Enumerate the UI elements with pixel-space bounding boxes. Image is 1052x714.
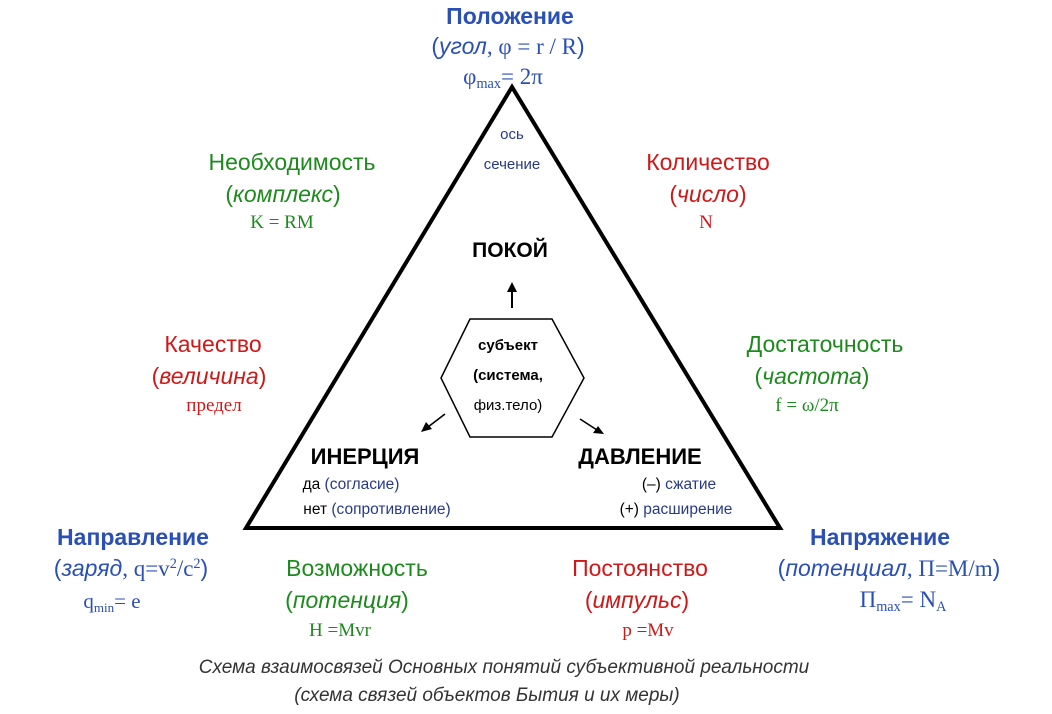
quantity-formula: N	[699, 212, 713, 233]
pokoy-label: ПОКОЙ	[472, 239, 548, 262]
arrow-up	[507, 282, 517, 308]
constancy-title: Постоянство	[572, 555, 708, 581]
subject-line1: субъект	[478, 337, 538, 354]
necessity-word: (комплекс)	[225, 181, 341, 207]
section-label: сечение	[483, 156, 541, 173]
tension-subtitle: (потенциал, П=M/m)	[777, 555, 1001, 581]
quality-title: Качество	[164, 331, 262, 357]
direction-subtitle: (заряд, q=v2/c2)	[53, 555, 209, 581]
caption-line2: (схема связей объектов Бытия и их меры)	[294, 685, 680, 706]
polozhenie-limit: φmax= 2π	[463, 64, 543, 92]
axis-label: ось	[500, 126, 524, 143]
constancy-formula: p =Mv	[622, 620, 674, 641]
main-triangle	[242, 83, 784, 530]
caption-line1: Схема взаимосвязей Основных понятий субъ…	[198, 657, 810, 678]
arrow-down-right	[579, 418, 604, 434]
quantity-title: Количество	[646, 149, 770, 175]
subject-hexagon	[440, 318, 585, 438]
quality-formula: предел	[186, 395, 242, 416]
sufficiency-formula: f = ω/2π	[775, 395, 839, 416]
pressure-title: ДАВЛЕНИЕ	[578, 444, 702, 469]
polozhenie-formula: φ = r / R	[498, 34, 577, 59]
polozhenie-subtitle: (угол, φ = r / R)	[431, 33, 585, 59]
inertia-yes: да (согласие)	[302, 476, 400, 493]
possibility-formula: H =Mvr	[309, 620, 371, 641]
necessity-title: Необходимость	[208, 149, 376, 175]
possibility-word: (потенция)	[285, 587, 409, 613]
subject-line2: (система,	[473, 367, 543, 384]
possibility-title: Возможность	[286, 555, 428, 581]
sufficiency-title: Достаточность	[746, 331, 904, 357]
tension-limit: Пmax= NA	[859, 587, 947, 615]
direction-title: Направление	[57, 524, 209, 550]
sufficiency-word: (частота)	[754, 363, 870, 389]
inertia-no: нет (сопротивление)	[303, 501, 451, 518]
inertia-title: ИНЕРЦИЯ	[310, 444, 420, 469]
necessity-formula: K = RM	[250, 212, 314, 233]
quantity-word: (число)	[669, 181, 747, 207]
polozhenie-word: угол	[439, 33, 487, 59]
pressure-compression: (–) сжатие	[641, 476, 717, 493]
polozhenie-title: Положение	[446, 3, 574, 29]
arrow-down-left	[421, 413, 446, 432]
direction-limit: qmin= e	[83, 589, 141, 615]
tension-title: Напряжение	[809, 524, 951, 550]
subject-line3: физ.тело)	[473, 397, 543, 414]
quality-word: (величина)	[151, 363, 267, 389]
constancy-word: (импульс)	[584, 587, 690, 613]
pressure-expansion: (+) расширение	[619, 501, 733, 518]
